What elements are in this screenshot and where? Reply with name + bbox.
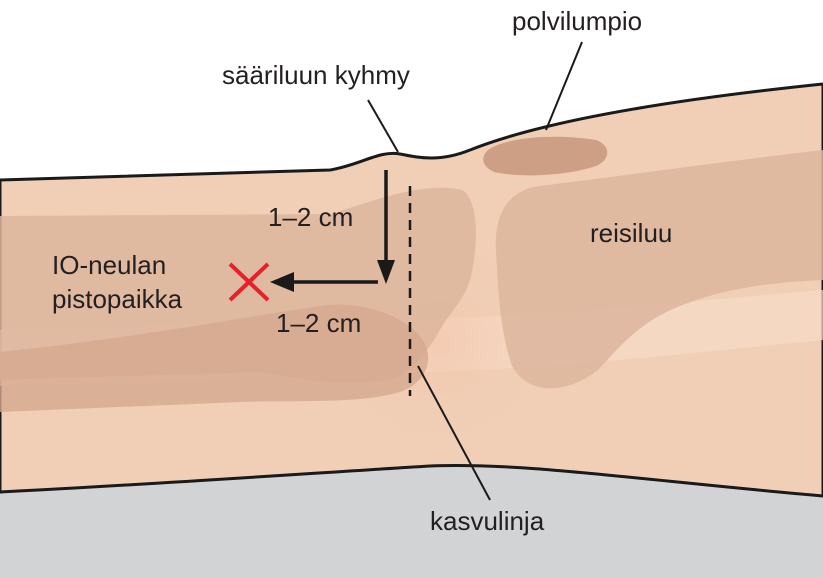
insertion-site-label-line2: pistopaikka [52,284,183,314]
insertion-site-label-line1: IO-neulan [52,250,166,280]
distance-down-label: 1–2 cm [268,202,353,232]
kneecap-label: polvilumpio [512,6,642,36]
tuberosity-leader-line [368,100,398,152]
femur-label: reisiluu [590,218,672,248]
growth-plate-label: kasvulinja [430,506,545,536]
distance-medial-label: 1–2 cm [276,308,361,338]
kneecap-leader-line [546,42,582,130]
tibial-tuberosity-label: sääriluun kyhmy [222,60,410,90]
